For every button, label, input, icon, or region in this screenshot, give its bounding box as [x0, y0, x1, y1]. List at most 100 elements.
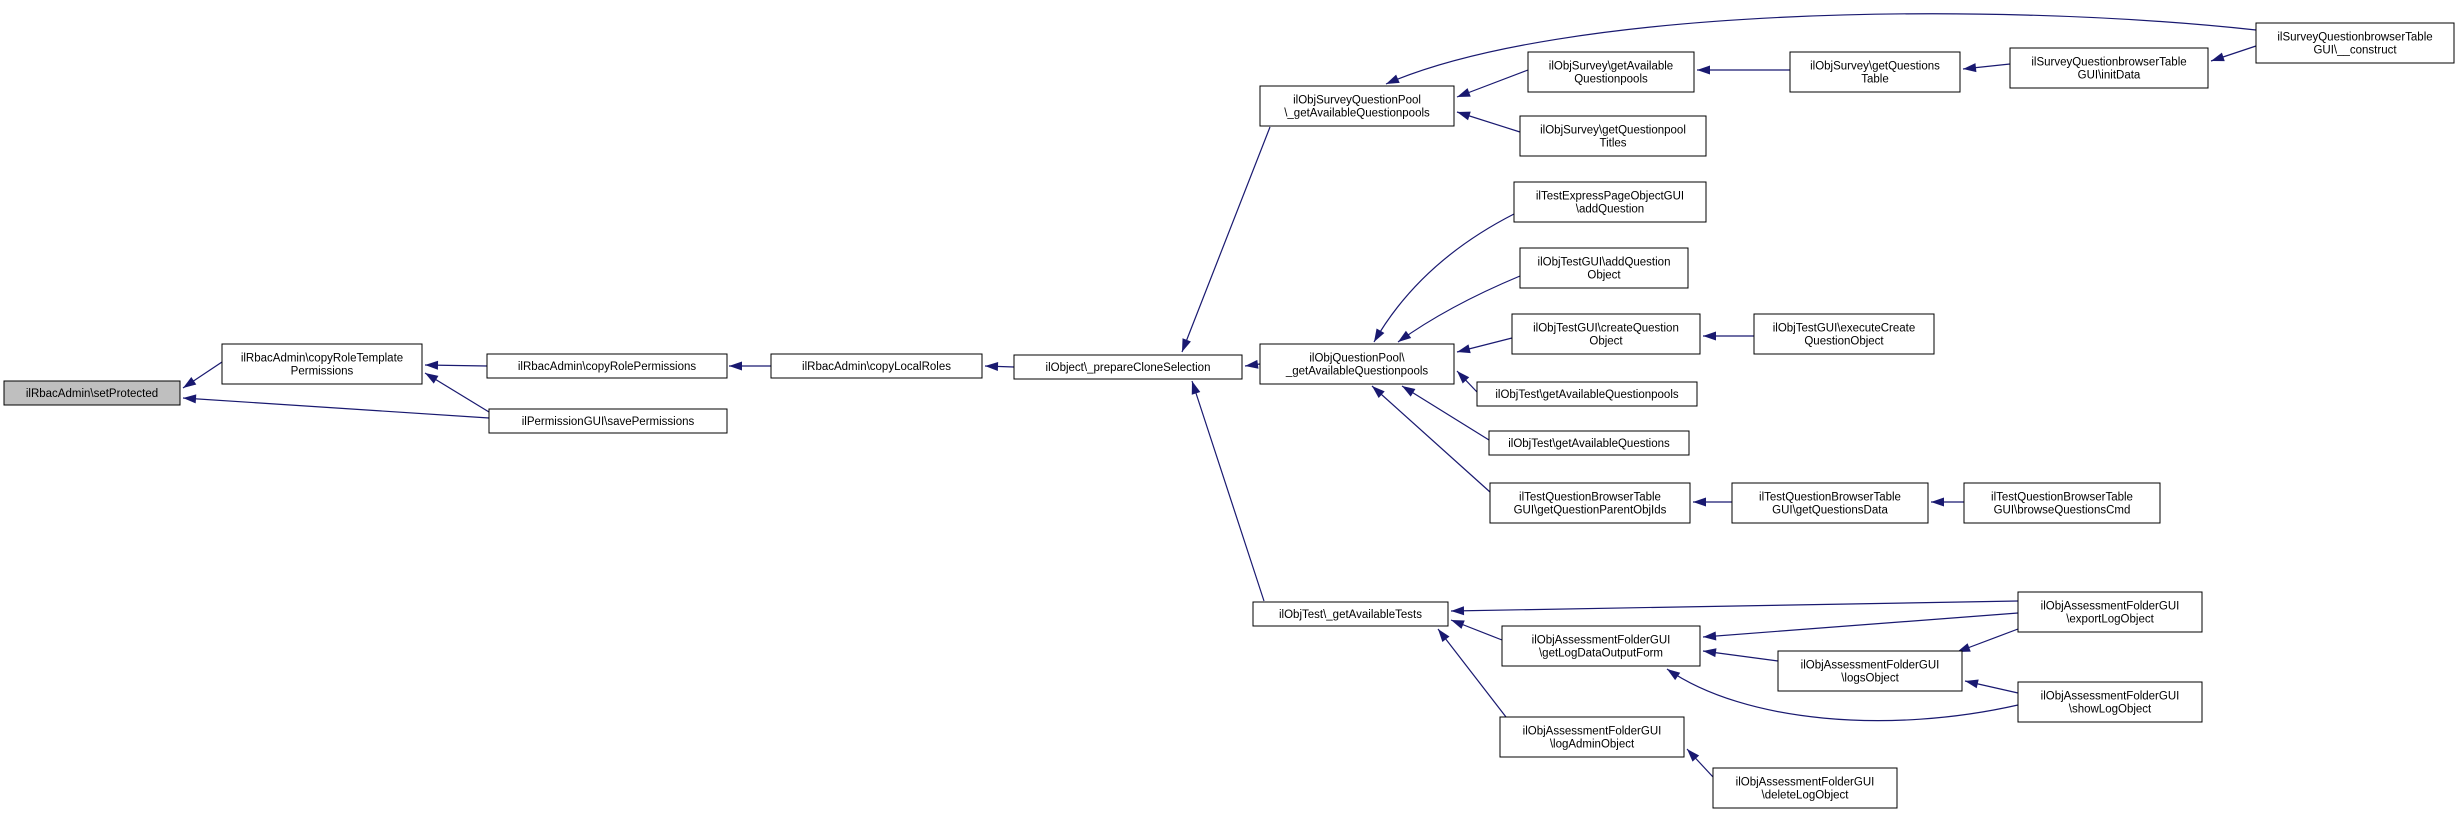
graph-node-box[interactable] [1513, 181, 1707, 223]
graph-node-objSurvey_getAvailableQuestionpools[interactable]: ilObjSurvey\getAvailableQuestionpools [1527, 51, 1695, 93]
graph-node-box[interactable] [2017, 681, 2203, 723]
graph-node-label: ilObjQuestionPool\ [1309, 353, 1405, 365]
graph-edge-arrowhead [1457, 88, 1471, 97]
graph-edge-arrowhead [1703, 648, 1717, 658]
graph-node-assessmentFolderGUI_deleteLogObject[interactable]: ilObjAssessmentFolderGUI\deleteLogObject [1712, 767, 1898, 809]
graph-node-label: \deleteLogObject [1762, 790, 1850, 802]
graph-edge-arrowhead [1451, 620, 1465, 629]
graph-node-label: \addQuestion [1576, 204, 1644, 216]
graph-edge-arrowhead [985, 361, 999, 371]
graph-node-prepareCloneSelection[interactable]: ilObject\_prepareCloneSelection [1013, 354, 1243, 380]
graph-node-box[interactable] [1753, 313, 1935, 355]
graph-node-objTest_getAvailableQuestionpools[interactable]: ilObjTest\getAvailableQuestionpools [1476, 381, 1698, 407]
graph-node-box[interactable] [1259, 85, 1455, 127]
graph-node-box[interactable] [1519, 115, 1707, 157]
graph-node-label: Permissions [291, 366, 354, 378]
graph-node-box[interactable] [1489, 482, 1691, 524]
graph-edge-arrowhead [1697, 65, 1710, 75]
graph-node-label: ilObject\_prepareCloneSelection [1046, 362, 1211, 374]
graph-node-box[interactable] [488, 408, 728, 434]
graph-node-copyLocalRoles[interactable]: ilRbacAdmin\copyLocalRoles [770, 353, 983, 379]
graph-edge-arrowhead [1931, 497, 1944, 507]
graph-node-box[interactable] [486, 353, 728, 379]
graph-edge-arrowhead [1451, 606, 1465, 616]
graph-node-assessmentFolderGUI_logAdminObject[interactable]: ilObjAssessmentFolderGUI\logAdminObject [1499, 716, 1685, 758]
graph-node-assessmentFolderGUI_logsObject[interactable]: ilObjAssessmentFolderGUI\logsObject [1777, 650, 1963, 692]
graph-node-label: ilObjSurvey\getAvailable [1549, 61, 1673, 73]
graph-node-label: ilRbacAdmin\copyRolePermissions [518, 361, 697, 373]
graph-node-box[interactable] [1252, 601, 1449, 627]
graph-node-box[interactable] [1511, 313, 1701, 355]
graph-edge-arrowhead [1245, 359, 1259, 369]
graph-node-box-root[interactable] [3, 380, 181, 406]
graph-edge-arrowhead [1402, 386, 1416, 397]
graph-node-label: \showLogObject [2069, 704, 2152, 716]
graph-node-box[interactable] [1527, 51, 1695, 93]
graph-node-box[interactable] [1013, 354, 1243, 380]
graph-edge-arrowhead [1182, 338, 1191, 352]
graph-node-objTest_getAvailableTests[interactable]: ilObjTest\_getAvailableTests [1252, 601, 1449, 627]
graph-node-label: ilPermissionGUI\savePermissions [522, 416, 695, 428]
graph-node-testQuestionBrowserTableGUI_browseQuestionsCmd[interactable]: ilTestQuestionBrowserTableGUI\browseQues… [1963, 482, 2161, 524]
graph-edge-arrowhead [1457, 111, 1471, 121]
graph-edge-arrowhead [1693, 497, 1706, 507]
graph-edge-arrowhead [425, 360, 439, 370]
graph-edge-arrowhead [1438, 629, 1450, 643]
graph-node-box[interactable] [770, 353, 983, 379]
graph-node-copyRolePermissions[interactable]: ilRbacAdmin\copyRolePermissions [486, 353, 728, 379]
graph-node-box[interactable] [1259, 343, 1455, 385]
graph-node-box[interactable] [1731, 482, 1929, 524]
graph-node-label: QuestionObject [1804, 336, 1884, 348]
graph-edge-arrowhead [729, 361, 742, 371]
graph-edge-arrowhead [1687, 749, 1700, 762]
graph-node-box[interactable] [1488, 430, 1690, 456]
graph-node-box[interactable] [1501, 625, 1701, 667]
graph-node-box[interactable] [2255, 22, 2455, 64]
graph-node-label: ilObjSurveyQuestionPool [1293, 95, 1421, 107]
graph-edge-arrowhead [1965, 679, 1979, 689]
graph-edge-arrowhead [1372, 386, 1385, 399]
graph-node-box[interactable] [2009, 47, 2209, 89]
graph-node-box[interactable] [1789, 51, 1961, 93]
graph-node-label: ilObjAssessmentFolderGUI [1532, 635, 1671, 647]
graph-node-label: ilTestQuestionBrowserTable [1991, 492, 2133, 504]
graph-node-testQuestionBrowserTableGUI_getQuestionParentObjIds[interactable]: ilTestQuestionBrowserTableGUI\getQuestio… [1489, 482, 1691, 524]
graph-node-box[interactable] [1712, 767, 1898, 809]
graph-node-setProtected[interactable]: ilRbacAdmin\setProtected [3, 380, 181, 406]
graph-edge-arrowhead [1386, 74, 1400, 84]
graph-node-box[interactable] [2017, 591, 2203, 633]
graph-node-label: ilSurveyQuestionbrowserTable [2277, 32, 2432, 44]
graph-node-savePermissions[interactable]: ilPermissionGUI\savePermissions [488, 408, 728, 434]
graph-node-box[interactable] [1519, 247, 1689, 289]
graph-edge-arrowhead [1191, 381, 1201, 395]
graph-node-assessmentFolderGUI_exportLogObject[interactable]: ilObjAssessmentFolderGUI\exportLogObject [2017, 591, 2203, 633]
graph-node-assessmentFolderGUI_getLogDataOutputForm[interactable]: ilObjAssessmentFolderGUI\getLogDataOutpu… [1501, 625, 1701, 667]
graph-node-surveyQuestionPool_getAvailableQuestionpools[interactable]: ilObjSurveyQuestionPool\_getAvailableQue… [1259, 85, 1455, 127]
graph-node-label: \logsObject [1841, 673, 1899, 685]
graph-edge-objTest_getAvailableTests-to-prepareCloneSelection [1191, 380, 1265, 602]
graph-node-label: ilObjTest\_getAvailableTests [1279, 609, 1422, 621]
graph-edge-assessmentFolderGUI_exportLogObject-to-assessmentFolderGUI_getLogDataOutputForm [1702, 612, 2019, 638]
graph-node-box[interactable] [1499, 716, 1685, 758]
graph-node-box[interactable] [1777, 650, 1963, 692]
graph-node-assessmentFolderGUI_showLogObject[interactable]: ilObjAssessmentFolderGUI\showLogObject [2017, 681, 2203, 723]
graph-node-testQuestionBrowserTableGUI_getQuestionsData[interactable]: ilTestQuestionBrowserTableGUI\getQuestio… [1731, 482, 1929, 524]
graph-node-objTest_getAvailableQuestions[interactable]: ilObjTest\getAvailableQuestions [1488, 430, 1690, 456]
graph-edge-savePermissions-to-setProtected [182, 397, 490, 419]
graph-node-testExpressPageObjectGUI_addQuestion[interactable]: ilTestExpressPageObjectGUI\addQuestion [1513, 181, 1707, 223]
graph-node-box[interactable] [1476, 381, 1698, 407]
graph-node-box[interactable] [1963, 482, 2161, 524]
graph-node-label: ilObjTest\getAvailableQuestions [1508, 438, 1670, 450]
graph-node-objQuestionPool_getAvailableQuestionpools[interactable]: ilObjQuestionPool\_getAvailableQuestionp… [1259, 343, 1455, 385]
graph-node-label: GUI\__construct [2313, 45, 2397, 57]
graph-node-surveyQuestionbrowserTableGUI_construct[interactable]: ilSurveyQuestionbrowserTableGUI\__constr… [2255, 22, 2455, 64]
graph-node-box[interactable] [221, 343, 423, 385]
